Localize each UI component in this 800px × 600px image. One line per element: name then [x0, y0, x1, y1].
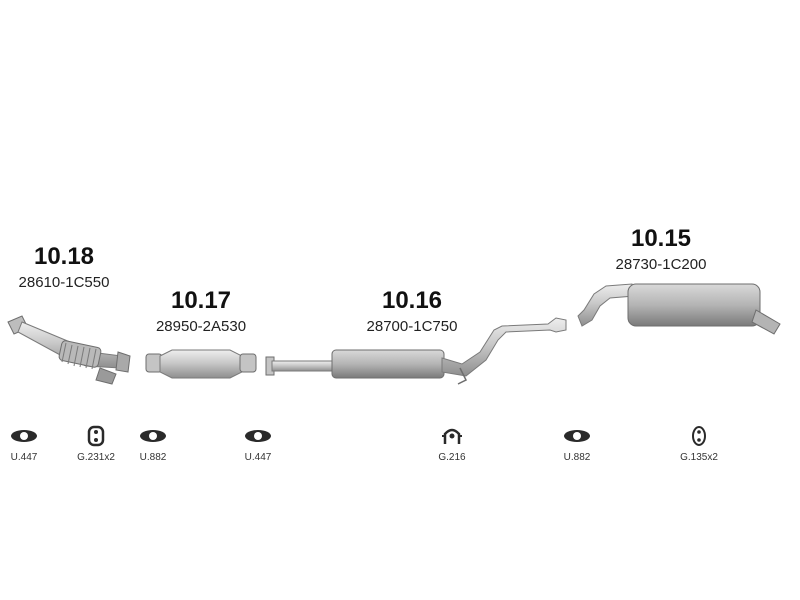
part-oem-number: 28950-2A530: [155, 318, 247, 335]
fitting-label: U.447: [244, 452, 272, 463]
part-code: 10.15: [630, 225, 692, 252]
fitting-label: G.135x2: [680, 452, 718, 463]
gasket-icon: [243, 428, 273, 449]
part-oem-number: 28730-1C200: [615, 256, 707, 273]
gasket-icon: [9, 428, 39, 449]
rubber-hanger-icon: [690, 424, 708, 453]
fitting-label: G.216: [438, 452, 466, 463]
fitting-label: U.882: [563, 452, 591, 463]
part-oem-number: 28700-1C750: [366, 318, 458, 335]
gasket-icon: [562, 428, 592, 449]
part-label-10-15: 10.15 28730-1C200: [605, 226, 717, 274]
catalytic-converter-10-17: [145, 349, 257, 379]
part-label-10-17: 10.17 28950-2A530: [145, 288, 257, 336]
middle-silencer-10-16: [265, 317, 567, 385]
part-label-10-18: 10.18 28610-1C550: [8, 244, 120, 292]
fitting-label: U.447: [10, 452, 38, 463]
part-label-10-16: 10.16 28700-1C750: [356, 288, 468, 336]
part-code: 10.17: [170, 287, 232, 314]
rear-silencer-10-15: [577, 283, 781, 335]
part-code: 10.16: [381, 287, 443, 314]
rubber-hanger-icon: [441, 424, 463, 453]
fitting-label: U.882: [139, 452, 167, 463]
front-pipe-10-18: [7, 315, 131, 385]
part-code: 10.18: [33, 243, 95, 270]
part-oem-number: 28610-1C550: [18, 274, 110, 291]
fitting-label: G.231x2: [77, 452, 115, 463]
rubber-hanger-icon: [86, 424, 106, 453]
gasket-icon: [138, 428, 168, 449]
